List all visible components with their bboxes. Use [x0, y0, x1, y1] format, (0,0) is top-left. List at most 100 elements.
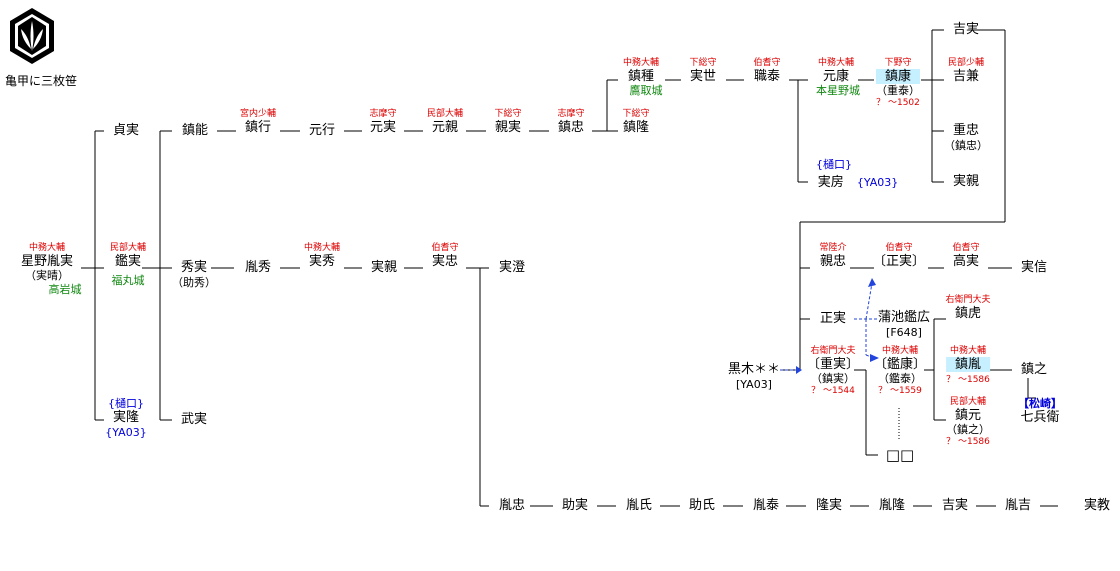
person-title: 下総守: [494, 109, 522, 119]
person-title: 伯耆守: [952, 243, 980, 253]
person-name: 実房: [817, 175, 844, 191]
person-alias: （鑑泰）: [877, 372, 922, 386]
person-name: 隆実: [815, 498, 843, 513]
person-akizane: 民部大輔 鑑実 福丸城: [110, 243, 146, 288]
person-name: □□: [885, 446, 915, 464]
person-title: 志摩守: [557, 109, 585, 119]
person-shigetada2: 重忠 （鎮忠）: [944, 123, 988, 152]
person-name: 秀実: [180, 260, 207, 275]
person-name: 吉兼: [952, 68, 980, 84]
person-name: 実隆: [112, 410, 140, 426]
person-title: 右衛門大夫: [945, 295, 991, 305]
person-castle: 鷹取城: [629, 84, 663, 98]
person-name: 鎮胤: [946, 356, 990, 373]
person-yoshizane2: 吉実: [942, 498, 968, 514]
person-name: 実信: [1020, 260, 1048, 275]
person-sanetada: 伯耆守 実忠: [431, 243, 458, 269]
person-alias: （鎮之）: [946, 423, 990, 437]
person-name: 鎮種: [627, 68, 654, 84]
person-name: 鎮元: [954, 407, 981, 423]
person-shigetane: 中務大輔 鎮種 鷹取城: [620, 58, 663, 98]
person-name: 助実: [561, 498, 589, 513]
person-unknown: □□: [886, 446, 914, 464]
person-yoshikane: 民部少輔 吉兼: [948, 58, 984, 84]
person-name: 職泰: [753, 68, 781, 84]
person-shigetora: 右衛門大夫 鎮虎: [945, 295, 990, 321]
person-title: 伯耆守: [753, 58, 781, 68]
person-shigetaka: 下総守 鎮隆: [622, 109, 649, 135]
person-masazane2: 正実: [820, 311, 846, 327]
person-name: 元親: [431, 119, 459, 135]
person-taneyasu: 胤泰: [753, 498, 779, 514]
person-branch: 【松崎】: [1018, 397, 1062, 410]
person-ref: [F648]: [886, 325, 922, 339]
person-castle: 本星野城: [816, 84, 860, 98]
person-shigeyoshi: 鎮能: [182, 123, 208, 139]
person-name: 貞実: [112, 123, 140, 138]
person-title: 伯耆守: [885, 243, 913, 253]
person-name: 星野胤実: [20, 253, 73, 269]
person-name: 武実: [180, 412, 208, 427]
person-takazane: 伯耆守 高実: [952, 243, 979, 269]
person-title: 中務大輔: [881, 346, 919, 356]
person-alias: （重泰）: [876, 84, 920, 98]
adoption-arrow-icon: [868, 278, 876, 287]
person-title: 民部大輔: [949, 397, 986, 407]
person-name: 胤吉: [1004, 498, 1032, 513]
person-sanechika2: 実親: [371, 260, 397, 276]
person-yoshizane: 吉実: [953, 22, 979, 38]
person-shigetane2: 中務大輔 鎮胤 ？ ～1586: [946, 346, 990, 386]
person-name: 実澄: [498, 260, 526, 275]
crest-label: 亀甲に三枚笹: [5, 74, 78, 88]
person-name: 助氏: [688, 498, 716, 513]
adoption-arrow-icon: [780, 366, 802, 374]
person-saneyo: 下総守 実世: [689, 58, 716, 84]
person-name: 鑑実: [114, 253, 142, 269]
person-name: 黒木＊＊: [727, 362, 781, 377]
person-name: 鎮虎: [954, 305, 982, 321]
person-name: 元康: [822, 68, 849, 84]
person-title: 志摩守: [369, 109, 397, 119]
person-taneuji: 胤氏: [626, 498, 652, 514]
person-name: 吉実: [941, 498, 969, 513]
person-name: 吉実: [952, 22, 980, 37]
person-name: 胤氏: [625, 498, 653, 513]
person-sadazane: 貞実: [113, 123, 139, 139]
person-title: 中務大輔: [949, 346, 987, 356]
person-sanetaka: {樋口} 実隆 {YA03}: [105, 397, 146, 439]
person-sanenobu: 実信: [1021, 260, 1047, 276]
person-sanechika: 実親: [953, 174, 979, 190]
person-dates: ？ ～1559: [878, 385, 922, 396]
person-title: 中務大輔: [622, 58, 659, 68]
person-title: 下総守: [689, 58, 717, 68]
person-name: 胤秀: [244, 260, 272, 275]
person-shigeyuki: 宮内少輔 鎮行: [240, 109, 276, 135]
person-name: 親忠: [819, 253, 847, 269]
person-title: 右衛門大夫: [810, 346, 856, 356]
person-masazane: 伯耆守 〔正実〕: [873, 243, 925, 269]
person-dates: ？ ～1586: [946, 436, 990, 447]
person-sanenori: 実教: [1084, 498, 1110, 514]
person-name: 〔重実〕: [806, 356, 860, 372]
person-name: 〔鑑康〕: [873, 356, 927, 372]
person-dates: ？ ～1586: [946, 375, 990, 386]
person-title: 常陸介: [819, 243, 847, 253]
person-hoshino-tanezane: 中務大輔 星野胤実 （実晴） 高岩城: [13, 243, 82, 296]
person-chikatada: 常陸介 親忠: [819, 243, 846, 269]
person-ref: {YA03}: [105, 425, 147, 439]
person-alias: （鎮忠）: [944, 138, 988, 152]
person-akiyasu: 中務大輔 〔鑑康〕 （鑑泰） ？ ～1559: [874, 346, 926, 396]
person-name: 七兵衛: [1020, 410, 1060, 426]
person-name: 実親: [952, 174, 980, 189]
person-motoyasu: 伯耆守 職泰: [753, 58, 780, 84]
person-name: 鎮能: [181, 123, 209, 138]
person-kuroki: 黒木＊＊ [YA03]: [728, 362, 780, 391]
person-title: 民部少輔: [947, 58, 985, 68]
person-hidezane: 秀実 （助秀）: [172, 260, 216, 289]
person-name: 胤隆: [878, 498, 906, 513]
adoption-arrow-icon: [870, 354, 879, 362]
person-name: 実親: [370, 260, 398, 275]
person-title: 民部大輔: [426, 109, 464, 119]
person-name: 実秀: [308, 253, 336, 269]
person-name: 鎮行: [244, 119, 272, 135]
